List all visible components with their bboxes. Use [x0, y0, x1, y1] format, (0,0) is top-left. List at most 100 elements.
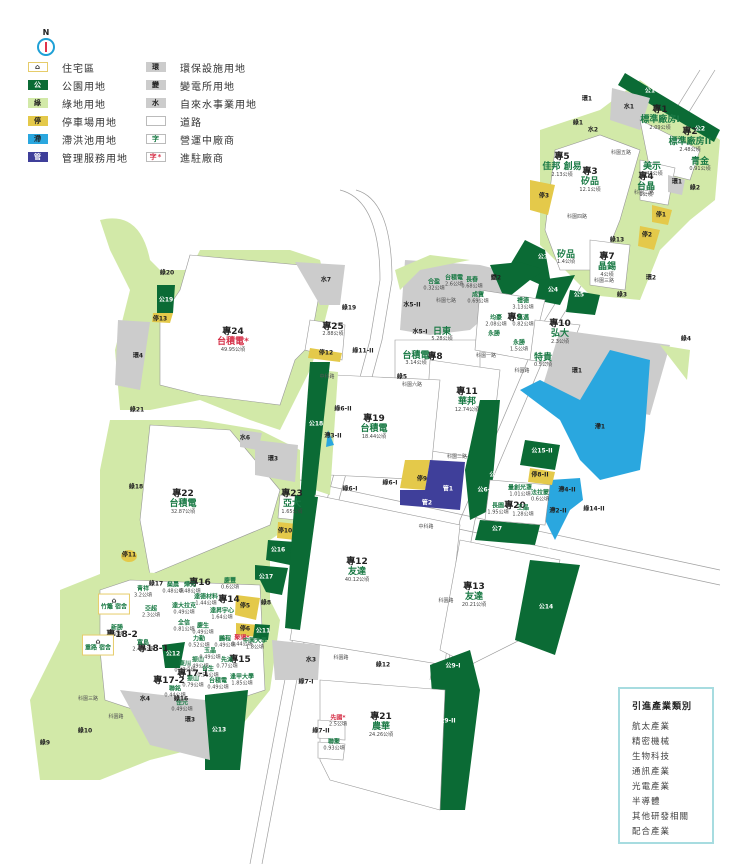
zone-utility[interactable]: 水3: [305, 656, 317, 664]
zone-park[interactable]: 公1: [644, 87, 656, 95]
zone-parking[interactable]: 停10: [277, 527, 293, 535]
zone-utility[interactable]: 水1: [623, 103, 635, 111]
callout-label[interactable]: 環1: [581, 95, 593, 103]
zone-park[interactable]: 公12: [165, 650, 181, 658]
zone-utility[interactable]: 環4: [132, 352, 144, 360]
zone-green[interactable]: 綠4: [680, 335, 692, 343]
zone-green[interactable]: 綠7-I: [298, 678, 314, 686]
road-label[interactable]: 科園四路: [566, 214, 588, 221]
zone-mgmt[interactable]: 管1: [442, 485, 454, 493]
zone-green[interactable]: 綠9: [39, 739, 51, 747]
zone-parking[interactable]: 停1: [655, 211, 667, 219]
zone-park[interactable]: 公2: [694, 125, 706, 133]
company-lot[interactable]: 先國*2.5公頃: [329, 715, 347, 729]
lot-9[interactable]: 專8: [427, 352, 442, 362]
zone-green[interactable]: 綠16: [173, 695, 189, 703]
zone-park[interactable]: 公9-II: [438, 717, 456, 725]
zone-park[interactable]: 公11: [255, 627, 271, 635]
zone-utility[interactable]: 水5-II: [403, 301, 421, 309]
lot-20[interactable]: 專16: [189, 578, 211, 588]
zone-park[interactable]: 公16: [270, 546, 286, 554]
zone-utility[interactable]: 變2: [490, 274, 502, 282]
zone-green[interactable]: 綠8: [260, 599, 272, 607]
zone-utility[interactable]: 環3: [184, 716, 196, 724]
lot-23[interactable]: 專18-1: [137, 644, 169, 654]
lot-12[interactable]: 專9: [507, 313, 522, 323]
zone-utility[interactable]: 水5-I: [412, 328, 428, 336]
zone-green[interactable]: 綠21: [129, 406, 145, 414]
callout-label[interactable]: 環2: [645, 274, 657, 282]
zone-green[interactable]: 綠13: [609, 236, 625, 244]
zone-park[interactable]: 公14: [538, 603, 554, 611]
zone-pond[interactable]: 滯1: [594, 423, 606, 431]
lot-22[interactable]: 專17-2: [153, 676, 185, 686]
zone-pond[interactable]: 滯4-II: [558, 486, 576, 494]
zone-green[interactable]: 綠6-I: [382, 479, 398, 487]
zone-park[interactable]: 公13: [211, 726, 227, 734]
zone-park[interactable]: 公6-II: [489, 471, 507, 479]
zone-parking[interactable]: 停8-II: [531, 471, 549, 479]
zone-green[interactable]: 綠7-II: [312, 727, 330, 735]
zone-pond[interactable]: 滯2-II: [549, 507, 567, 515]
zone-parking[interactable]: 停5: [239, 602, 251, 610]
lot-21[interactable]: 專17-1: [177, 669, 209, 679]
zone-utility[interactable]: 水6: [239, 434, 251, 442]
lot-19[interactable]: 專15: [229, 655, 251, 665]
lot-18[interactable]: 專14: [218, 595, 240, 605]
road-label[interactable]: 科園三路: [77, 696, 99, 703]
road-label[interactable]: 科園五路: [610, 150, 632, 157]
road-label[interactable]: 科園一路: [475, 353, 497, 360]
zone-green[interactable]: 綠3: [616, 291, 628, 299]
zone-green[interactable]: 綠20: [159, 269, 175, 277]
zone-parking[interactable]: 停11: [121, 551, 137, 559]
zone-parking[interactable]: 停12: [318, 349, 334, 357]
road-label[interactable]: 科園七路: [435, 298, 457, 305]
zone-parking[interactable]: 停13: [152, 315, 168, 323]
zone-park[interactable]: 公7: [547, 543, 559, 551]
zone-green[interactable]: 綠5: [396, 373, 408, 381]
road-label[interactable]: 科園六路: [401, 382, 423, 389]
zone-green[interactable]: 綠18: [128, 483, 144, 491]
zone-green[interactable]: 綠2: [689, 184, 701, 192]
zone-pond[interactable]: 滯3-II: [324, 432, 342, 440]
zone-utility[interactable]: 環3: [267, 455, 279, 463]
road-label[interactable]: 中科路: [418, 524, 434, 531]
zone-green[interactable]: 綠10: [77, 727, 93, 735]
zone-green[interactable]: 綠19: [341, 304, 357, 312]
company-lot[interactable]: 永勝: [488, 331, 500, 339]
zone-mgmt[interactable]: 管2: [421, 499, 433, 507]
